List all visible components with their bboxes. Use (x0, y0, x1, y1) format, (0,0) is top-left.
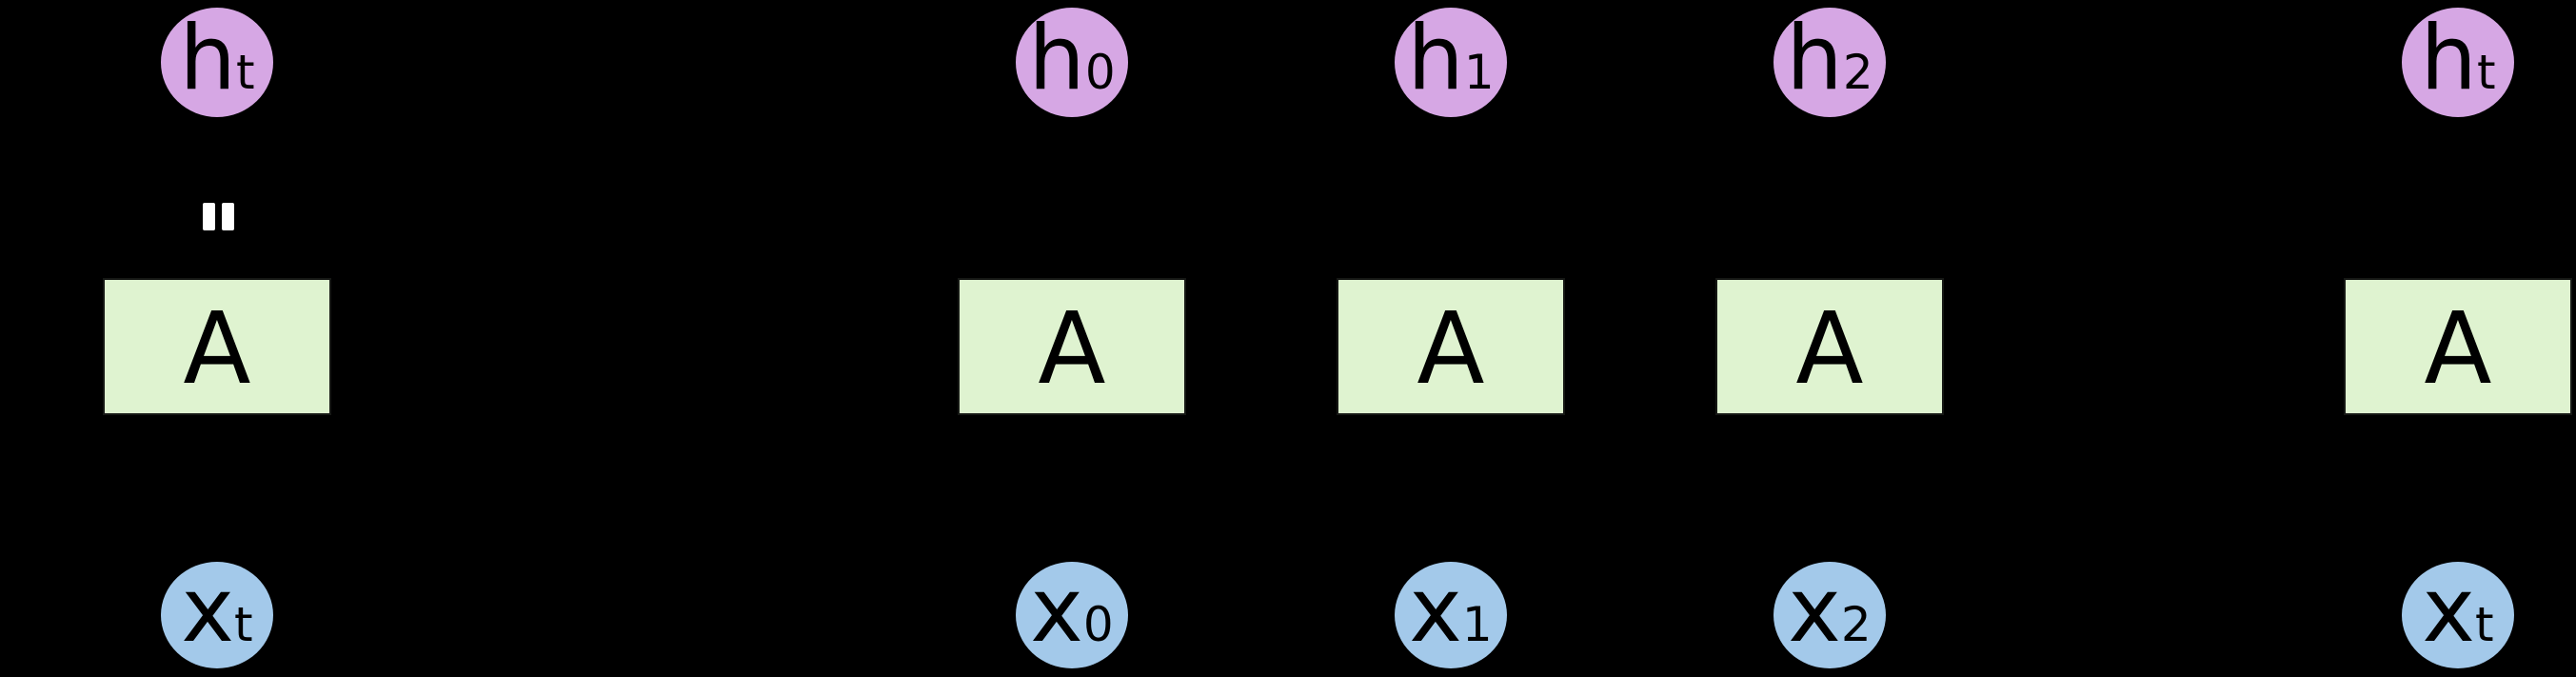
equals-bar (203, 203, 215, 230)
subscript: t (2476, 44, 2496, 100)
rnn-cell-box: A (2344, 278, 2572, 415)
cell-label: A (183, 290, 251, 407)
subscript: 0 (1082, 597, 1114, 652)
rnn-cell-box: A (103, 278, 331, 415)
subscript: t (235, 44, 255, 100)
subscript: 1 (1461, 597, 1493, 652)
cell-label: A (1038, 290, 1106, 407)
subscript: 2 (1840, 597, 1872, 652)
subscript: t (2475, 597, 2494, 652)
rnn-cell-box: A (958, 278, 1186, 415)
rnn-cell-box: A (1715, 278, 1944, 415)
equals-bar (222, 203, 234, 230)
subscript: 2 (1842, 44, 1873, 100)
subscript: 0 (1084, 44, 1116, 100)
equals-sign (203, 203, 235, 230)
cell-label: A (1795, 290, 1864, 407)
rnn-cell-box: A (1337, 278, 1565, 415)
subscript: t (234, 597, 253, 652)
subscript: 1 (1463, 44, 1495, 100)
cell-label: A (1417, 290, 1485, 407)
cell-label: A (2424, 290, 2492, 407)
